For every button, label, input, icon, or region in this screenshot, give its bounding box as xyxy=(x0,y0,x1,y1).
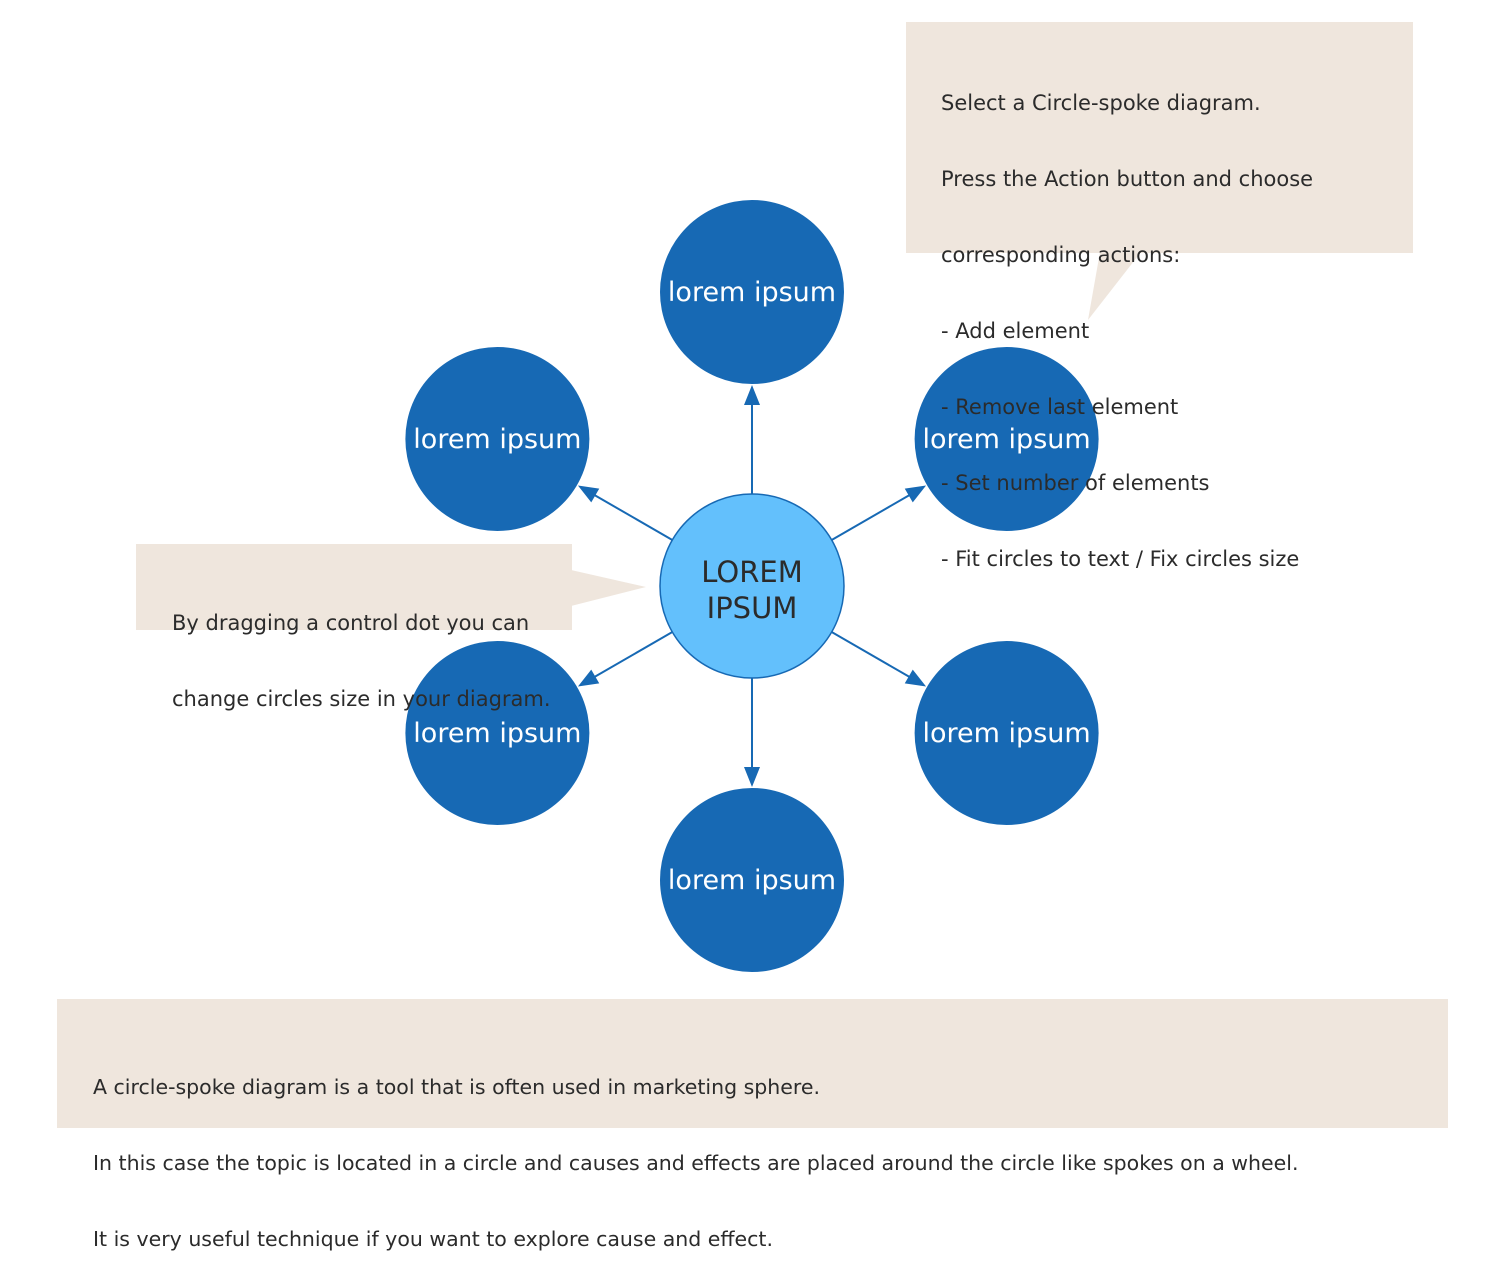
spoke-label: lorem ipsum xyxy=(923,718,1091,749)
spoke-label: lorem ipsum xyxy=(668,865,836,896)
center-label-line1: LOREM xyxy=(701,555,802,589)
callout-actions-bg xyxy=(906,22,1413,320)
description-line: In this case the topic is located in a c… xyxy=(93,1151,1299,1175)
description-line: It is very useful technique if you want … xyxy=(93,1227,773,1251)
spoke-circle[interactable] xyxy=(660,788,844,972)
callout-line: change circles size in your diagram. xyxy=(172,687,551,711)
arrowhead-lower-right xyxy=(904,669,927,687)
spoke-label: lorem ipsum xyxy=(413,718,581,749)
spoke-label: lorem ipsum xyxy=(923,424,1091,455)
callout-drag: By dragging a control dot you can change… xyxy=(172,561,551,737)
spoke-node-top[interactable]: lorem ipsum xyxy=(660,200,844,384)
arrowhead-upper-right xyxy=(904,485,927,503)
arrowhead-lower-left xyxy=(577,669,600,687)
callout-actions: Select a Circle-spoke diagram. Press the… xyxy=(941,41,1313,597)
callout-line: Press the Action button and choose xyxy=(941,167,1314,191)
diagram-canvas: lorem ipsum lorem ipsum lorem ipsum lorem i… xyxy=(57,22,1448,1128)
description-bg xyxy=(57,999,1448,1128)
callout-line: - Remove last element xyxy=(941,395,1179,419)
spoke-circle[interactable] xyxy=(914,347,1099,531)
center-circle[interactable] xyxy=(659,493,845,679)
description-line: A circle-spoke diagram is a tool that is… xyxy=(93,1075,821,1099)
callout-line: corresponding actions: xyxy=(941,243,1181,267)
spoke-node-lower-right[interactable]: lorem ipsum xyxy=(914,641,1099,825)
spoke-arrow-upper-right xyxy=(831,492,913,541)
spoke-arrow-lower-left xyxy=(591,631,673,680)
callout-line: - Set number of elements xyxy=(941,471,1210,495)
spoke-circle[interactable] xyxy=(405,347,590,531)
spoke-circle[interactable] xyxy=(660,200,844,384)
callout-line: - Fit circles to text / Fix circles size xyxy=(941,547,1300,571)
callout-line: - Add element xyxy=(941,319,1090,343)
spoke-node-upper-right[interactable]: lorem ipsum xyxy=(914,347,1099,531)
arrowhead-bottom xyxy=(744,767,760,787)
callout-line: By dragging a control dot you can xyxy=(172,611,530,635)
spoke-node-lower-left[interactable]: lorem ipsum xyxy=(405,641,590,825)
spoke-circle[interactable] xyxy=(405,641,590,825)
spoke-label: lorem ipsum xyxy=(668,277,836,308)
spoke-label: lorem ipsum xyxy=(413,424,581,455)
callout-drag-bg xyxy=(136,544,646,630)
spoke-arrow-lower-right xyxy=(831,631,913,680)
spoke-circle[interactable] xyxy=(914,641,1099,825)
arrowhead-upper-left xyxy=(577,485,600,503)
arrowhead-top xyxy=(744,385,760,405)
center-label-line2: IPSUM xyxy=(707,591,798,625)
description: A circle-spoke diagram is a tool that is… xyxy=(93,1025,1298,1277)
spoke-node-upper-left[interactable]: lorem ipsum xyxy=(405,347,590,531)
spoke-node-bottom[interactable]: lorem ipsum xyxy=(660,788,844,972)
spoke-arrow-upper-left xyxy=(591,492,673,541)
callout-line: Select a Circle-spoke diagram. xyxy=(941,91,1261,115)
